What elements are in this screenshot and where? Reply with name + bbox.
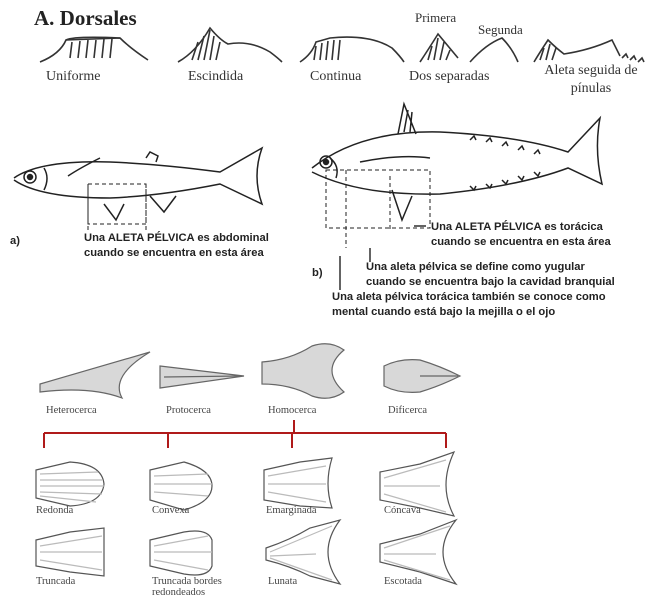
caudal-subtype-label: Emarginada xyxy=(266,505,317,516)
fish-abdominal-area xyxy=(87,183,147,230)
caudal-type-label: Protocerca xyxy=(166,405,211,416)
caudal-escotada-drawing xyxy=(379,518,458,586)
pelvic-b-label: b) xyxy=(312,267,323,279)
toracica-annotation: Una ALETA PÉLVICA es torácica cuando se … xyxy=(431,221,611,248)
fish-toracica-drawing xyxy=(311,101,604,223)
dorsal-type-label: Aleta seguida de pínulas xyxy=(544,63,638,96)
caudal-protocerca-drawing xyxy=(159,365,245,389)
caudal-bracket xyxy=(43,420,447,448)
dorsal-continua-drawing xyxy=(299,36,405,63)
first-fin-label: Primera xyxy=(415,10,457,25)
caudal-heterocerca-drawing xyxy=(39,351,151,400)
mental-annotation: Una aleta pélvica torácica también se co… xyxy=(332,291,606,318)
abdominal-annotation: Una ALETA PÉLVICA es abdominal cuando se… xyxy=(84,232,269,259)
section-title: A. Dorsales xyxy=(34,6,137,30)
caudal-emarginada-drawing xyxy=(263,457,333,509)
dorsal-type-label: Dos separadas xyxy=(409,69,490,84)
caudal-type-label: Heterocerca xyxy=(46,405,97,416)
caudal-subtype-label: Truncada xyxy=(36,576,76,587)
caudal-type-label: Homocerca xyxy=(268,405,317,416)
caudal-lunata-drawing xyxy=(265,518,342,586)
caudal-redonda-drawing xyxy=(35,461,105,507)
caudal-subtype-label: Redonda xyxy=(36,505,74,516)
dorsal-dos-separadas-drawing xyxy=(419,32,519,63)
yugular-annotation: Una aleta pélvica se define como yugular… xyxy=(366,261,615,288)
caudal-subtype-label: Escotada xyxy=(384,576,422,587)
pelvic-a-label: a) xyxy=(10,235,20,247)
caudal-concava-drawing xyxy=(379,450,456,517)
pelvic-pointer-lines xyxy=(339,225,426,290)
second-fin-label: Segunda xyxy=(478,22,523,37)
caudal-subtype-label: Truncada bordes redondeados xyxy=(152,576,222,598)
dorsal-pinulas-drawing xyxy=(533,38,645,63)
fish-abdominal-drawing xyxy=(13,146,264,222)
caudal-homocerca-drawing xyxy=(261,343,345,399)
caudal-truncada-redondeada-drawing xyxy=(149,530,213,576)
caudal-subtype-label: Convexa xyxy=(152,505,190,516)
caudal-dificerca-drawing xyxy=(383,359,462,393)
dorsal-type-label: Uniforme xyxy=(46,69,101,84)
fish-toracica-area xyxy=(325,169,431,248)
caudal-truncada-drawing xyxy=(35,527,105,577)
dorsal-type-label: Continua xyxy=(310,69,362,84)
caudal-type-label: Dificerca xyxy=(388,405,428,416)
caudal-convexa-drawing xyxy=(149,461,213,511)
caudal-subtype-label: Cóncava xyxy=(384,505,421,516)
dorsal-type-label: Escindida xyxy=(188,69,244,84)
caudal-subtype-label: Lunata xyxy=(268,576,298,587)
dorsal-uniforme-drawing xyxy=(39,36,149,63)
dorsal-escindida-drawing xyxy=(177,26,283,63)
